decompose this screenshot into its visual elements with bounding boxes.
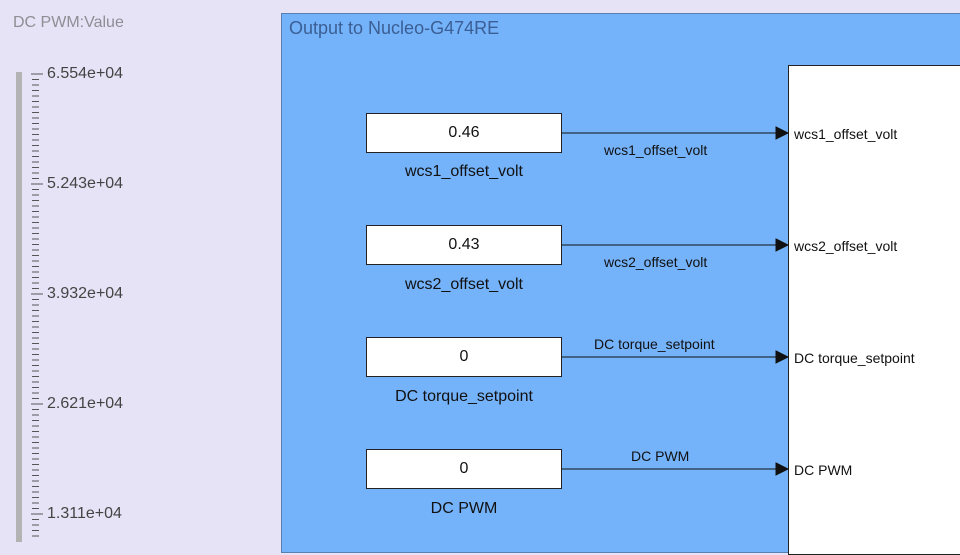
slider-track[interactable] <box>16 72 22 542</box>
port-label: DC torque_setpoint <box>794 350 915 366</box>
arrowhead-icon <box>775 126 790 140</box>
slider-tick-label: 2.621e+04 <box>47 395 124 412</box>
slider-tick-label: 5.243e+04 <box>47 175 124 192</box>
constant-value: 0 <box>459 348 469 365</box>
slider-title: DC PWM:Value <box>13 14 124 31</box>
constant-value: 0 <box>459 460 469 477</box>
constant-block-wcs2[interactable]: 0.43 <box>366 225 562 265</box>
block-label: DC PWM <box>430 500 498 517</box>
constant-block-wcs1[interactable]: 0.46 <box>366 113 562 153</box>
signal-label: wcs2_offset_volt <box>604 254 708 270</box>
signal-wires <box>562 126 790 476</box>
arrowhead-icon <box>775 238 790 252</box>
slider-tick-label: 6.554e+04 <box>47 65 124 82</box>
signal-label: DC torque_setpoint <box>594 336 715 352</box>
block-label: wcs2_offset_volt <box>405 276 523 293</box>
signal-label: wcs1_offset_volt <box>604 142 708 158</box>
block-label: wcs1_offset_volt <box>405 163 523 180</box>
slider-scale <box>31 73 43 537</box>
port-label: wcs2_offset_volt <box>794 238 898 254</box>
block-label: DC torque_setpoint <box>395 388 533 405</box>
constant-block-pwm[interactable]: 0 <box>366 449 562 489</box>
subsystem-title: Output to Nucleo-G474RE <box>289 18 500 38</box>
constant-value: 0.43 <box>448 236 480 253</box>
constant-block-torque[interactable]: 0 <box>366 337 562 377</box>
arrowhead-icon <box>775 462 790 476</box>
port-label: wcs1_offset_volt <box>794 126 898 142</box>
target-block[interactable] <box>788 65 960 555</box>
signal-label: DC PWM <box>631 448 690 464</box>
constant-value: 0.46 <box>448 124 480 141</box>
slider-tick-label: 1.311e+04 <box>47 505 122 522</box>
port-label: DC PWM <box>794 462 853 478</box>
arrowhead-icon <box>775 350 790 364</box>
slider-tick-label: 3.932e+04 <box>47 285 124 302</box>
